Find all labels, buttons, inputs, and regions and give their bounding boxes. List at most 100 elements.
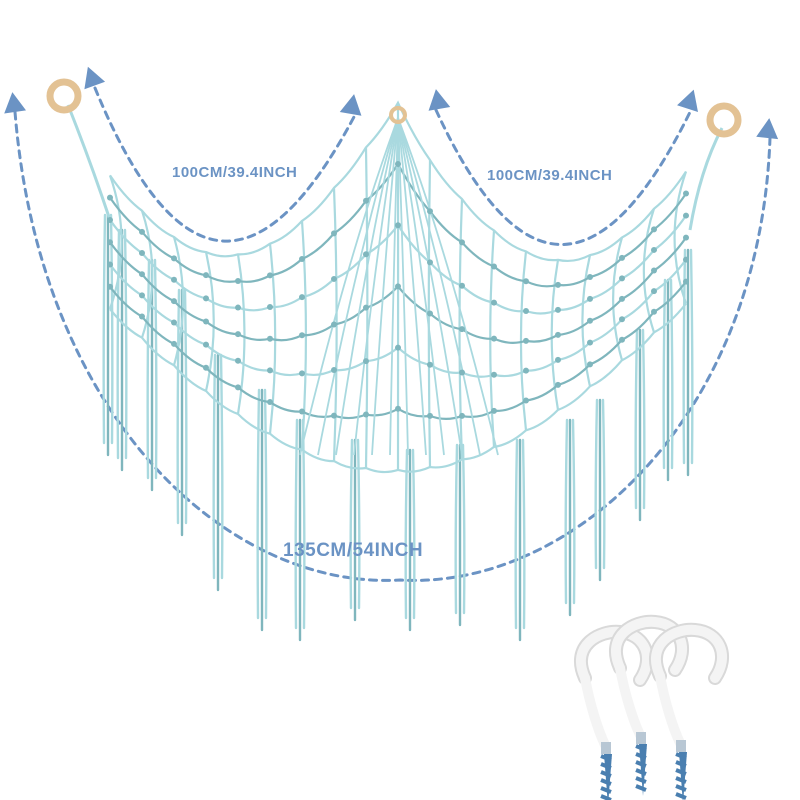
tassel-strand bbox=[634, 328, 639, 510]
net-knot bbox=[107, 261, 113, 268]
net-knot bbox=[587, 317, 593, 324]
net-knot bbox=[171, 319, 177, 326]
tassel-strand bbox=[183, 288, 188, 525]
triangle-arrow-icon bbox=[756, 118, 779, 140]
net-knot bbox=[267, 399, 273, 406]
net-knot bbox=[299, 370, 305, 377]
net-cord bbox=[236, 254, 246, 415]
net-knot bbox=[107, 239, 113, 246]
tassel-strand bbox=[263, 388, 268, 620]
right-span-arc bbox=[434, 106, 694, 246]
net-knot bbox=[267, 304, 273, 311]
net-knot bbox=[395, 161, 401, 168]
tassel-strand bbox=[123, 228, 128, 460]
tassel-strand bbox=[641, 328, 646, 510]
right-hang-cord bbox=[688, 127, 724, 231]
right-span-label: 100CM/39.4INCH bbox=[487, 167, 613, 184]
tassel-strand bbox=[404, 448, 409, 620]
net-knot bbox=[203, 318, 209, 325]
net-knot bbox=[203, 364, 209, 371]
screw-hook-icon bbox=[608, 614, 690, 796]
net-knot bbox=[107, 216, 113, 223]
tassel-strand bbox=[116, 228, 121, 460]
net-knot bbox=[139, 313, 145, 320]
net-knot bbox=[299, 332, 305, 339]
tassel-strand bbox=[176, 288, 181, 525]
net-knot bbox=[651, 267, 657, 274]
net-fan-cord bbox=[371, 117, 399, 456]
net-knot bbox=[491, 407, 497, 414]
net-knot bbox=[523, 308, 529, 315]
net-knot bbox=[171, 298, 177, 305]
net-knot bbox=[523, 397, 529, 404]
net-fan-cord bbox=[397, 117, 499, 456]
net-knot bbox=[299, 294, 305, 301]
net-knot bbox=[427, 412, 433, 419]
left-span-label: 100CM/39.4INCH bbox=[172, 164, 298, 181]
net-fan-cord bbox=[397, 117, 409, 456]
tassel-strand bbox=[411, 448, 416, 620]
net-knot bbox=[651, 288, 657, 295]
net-knot bbox=[235, 277, 241, 284]
net-fan-cord bbox=[317, 117, 399, 456]
net-knot bbox=[491, 371, 497, 378]
net-knot bbox=[139, 250, 145, 257]
wooden-rings bbox=[46, 78, 742, 138]
net-knot bbox=[587, 339, 593, 346]
tassel-strand bbox=[294, 418, 299, 630]
net-knot bbox=[139, 271, 145, 278]
net-knot bbox=[363, 358, 369, 365]
net-knot bbox=[555, 306, 561, 313]
tassel-strand bbox=[689, 248, 694, 465]
net-knot bbox=[427, 208, 433, 215]
net-knot bbox=[331, 275, 337, 282]
net-knot bbox=[651, 226, 657, 233]
net-knot bbox=[235, 304, 241, 311]
wooden-ring-icon bbox=[706, 102, 742, 138]
screw-hook-icon bbox=[648, 622, 730, 800]
net-knot bbox=[683, 234, 689, 241]
net-knot bbox=[139, 292, 145, 299]
net-knot bbox=[491, 263, 497, 270]
net-knot bbox=[555, 356, 561, 363]
net-cord bbox=[612, 237, 624, 361]
net-knot bbox=[203, 272, 209, 279]
net-knot bbox=[235, 357, 241, 364]
net-knot bbox=[203, 341, 209, 348]
net-knot bbox=[395, 222, 401, 229]
net-knot bbox=[619, 336, 625, 343]
net-fan-cord bbox=[335, 117, 399, 456]
net-knot bbox=[299, 408, 305, 415]
wooden-ring-icon bbox=[389, 106, 407, 124]
net-knot bbox=[395, 405, 401, 412]
dimension-arcs bbox=[4, 66, 779, 582]
net-knot bbox=[619, 254, 625, 261]
tassel-strand bbox=[662, 278, 667, 470]
net-knot bbox=[459, 369, 465, 376]
tassel-strand bbox=[669, 278, 674, 470]
tassel-strand bbox=[102, 213, 107, 445]
net-knot bbox=[363, 251, 369, 258]
net-knot bbox=[267, 272, 273, 279]
tassel-strand bbox=[461, 443, 466, 615]
tassel-strand bbox=[356, 438, 361, 610]
net-knot bbox=[203, 295, 209, 302]
net-knot bbox=[171, 340, 177, 347]
net-knot bbox=[171, 255, 177, 262]
net-knot bbox=[587, 273, 593, 280]
tassel-strand bbox=[601, 398, 606, 570]
net-knot bbox=[235, 331, 241, 338]
net-knot bbox=[235, 384, 241, 391]
net-knot bbox=[651, 308, 657, 315]
net-cord bbox=[550, 259, 560, 411]
net-cord bbox=[581, 254, 592, 387]
net-fan-cord bbox=[353, 117, 399, 456]
tassel-strand bbox=[212, 353, 217, 580]
net-knot bbox=[619, 316, 625, 323]
triangle-arrow-icon bbox=[84, 66, 106, 90]
toy-hammock-net bbox=[66, 100, 724, 474]
net-knot bbox=[331, 367, 337, 374]
net-knot bbox=[555, 281, 561, 288]
